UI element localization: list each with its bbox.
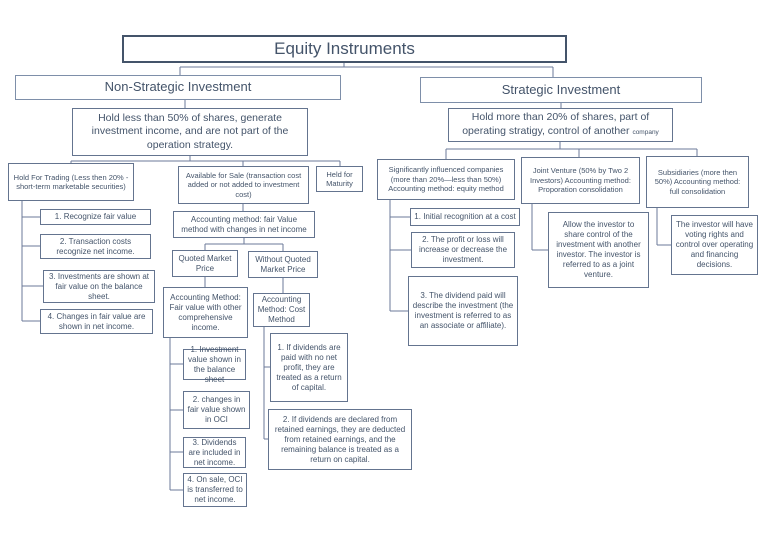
node-strategic-description: Hold more than 20% of shares, part of op… — [448, 108, 673, 142]
node-equity-instruments-title: Equity Instruments — [122, 35, 567, 63]
strategic-description-main: Hold more than 20% of shares, part of op… — [462, 111, 650, 137]
strategic-description-suffix: company — [632, 129, 659, 136]
node-subsidiaries: Subsidiaries (more then 50%) Accounting … — [646, 156, 749, 208]
node-cost-item-2: 2. If dividends are declared from retain… — [268, 409, 412, 470]
node-significantly-influenced: Significantly influenced companies (more… — [377, 159, 515, 200]
node-quoted-item-4: 4. On sale, OCI is transferred to net in… — [183, 473, 247, 507]
node-non-strategic-description: Hold less than 50% of shares, generate i… — [72, 108, 308, 156]
node-quoted-accounting-method: Accounting Method: Fair value with other… — [163, 287, 248, 338]
node-held-for-maturity: Held for Maturity — [316, 166, 363, 192]
node-available-for-sale: Available for Sale (transaction cost add… — [178, 166, 309, 204]
node-afs-accounting-method: Accounting method: fair Value method wit… — [173, 211, 315, 238]
node-non-strategic-investment: Non-Strategic Investment — [15, 75, 341, 100]
node-subsidiaries-description: The investor will have voting rights and… — [671, 215, 758, 275]
node-hft-item-1: 1. Recognize fair value — [40, 209, 151, 225]
node-hft-item-2: 2. Transaction costs recognize net incom… — [40, 234, 151, 259]
node-sig-item-1: 1. Initial recognition at a cost — [410, 208, 520, 226]
node-sig-item-3: 3. The dividend paid will describe the i… — [408, 276, 518, 346]
node-joint-venture-description: Allow the investor to share control of t… — [548, 212, 649, 288]
node-cost-item-1: 1. If dividends are paid with no net pro… — [270, 333, 348, 402]
node-hft-item-3: 3. Investments are shown at fair value o… — [43, 270, 155, 303]
node-strategic-investment: Strategic Investment — [420, 77, 702, 103]
strategic-description-text: Hold more than 20% of shares, part of op… — [452, 111, 669, 138]
node-joint-venture: Joint Venture (50% by Two 2 Investors) A… — [521, 157, 640, 204]
node-without-quoted-market-price: Without Quoted Market Price — [248, 251, 318, 278]
node-hold-for-trading: Hold For Trading (Less then 20% -short-t… — [8, 163, 134, 201]
node-quoted-market-price: Quoted Market Price — [172, 250, 238, 277]
node-sig-item-2: 2. The profit or loss will increase or d… — [411, 232, 515, 268]
node-hft-item-4: 4. Changes in fair value are shown in ne… — [40, 309, 153, 334]
node-quoted-item-2: 2. changes in fair value shown in OCI — [183, 391, 250, 429]
node-cost-accounting-method: Accounting Method: Cost Method — [253, 293, 310, 327]
node-quoted-item-1: 1. Investment value shown in the balance… — [183, 345, 246, 384]
node-quoted-item-3: 3. Dividends are included in net income. — [183, 437, 246, 468]
